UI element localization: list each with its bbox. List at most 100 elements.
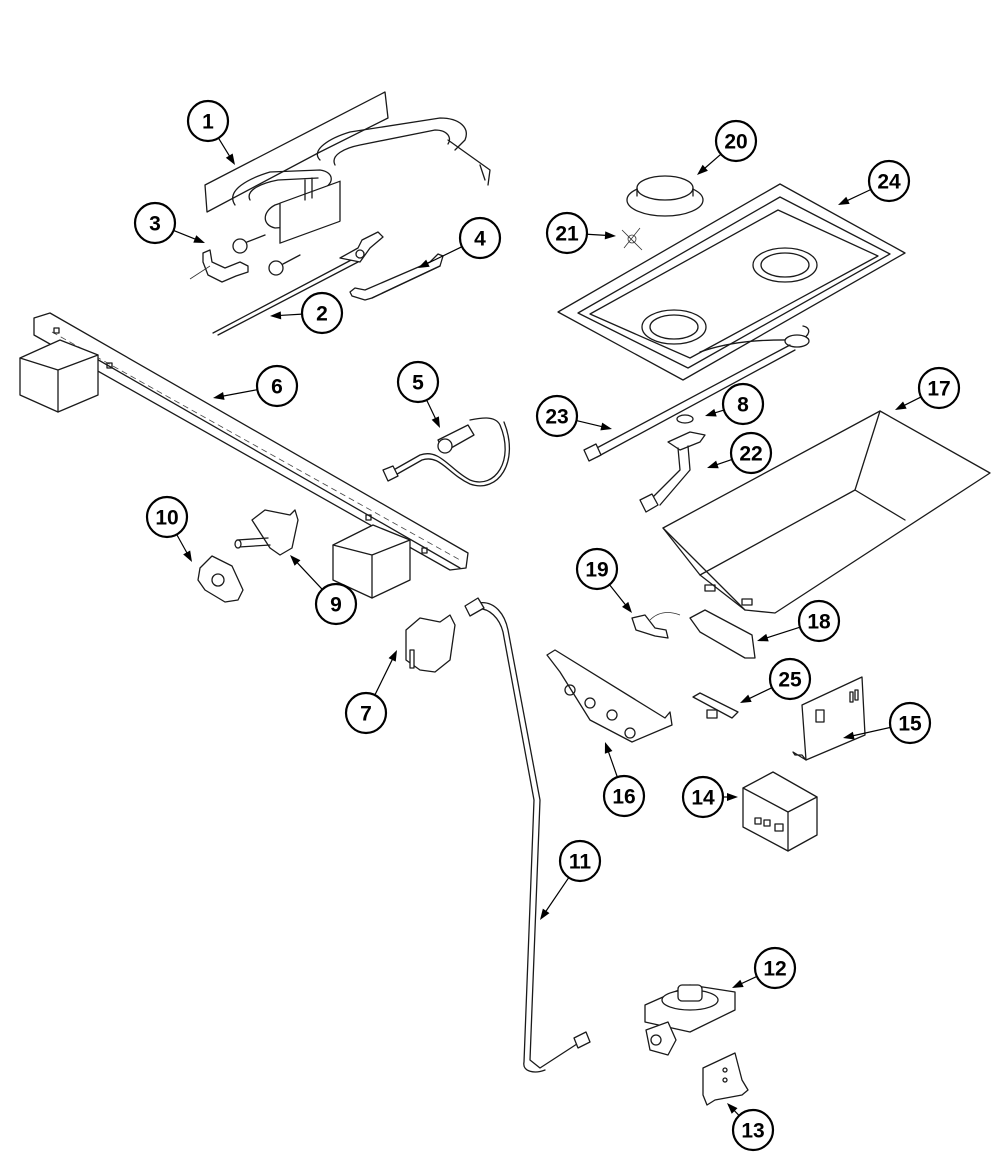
callout-number: 4 [474,228,486,251]
callout-number: 14 [691,787,715,810]
callout-circle [545,211,589,255]
arrowhead-icon [727,793,738,801]
callout-number: 19 [585,559,608,582]
arrowhead-icon [757,633,769,642]
callout-igniter-bracket[interactable]: 3 [133,201,205,245]
leader-line [576,420,605,428]
leader-line [844,188,872,203]
callout-number: 10 [155,507,178,530]
leader-line [295,560,323,590]
pressure-regulator-drawing [644,984,736,1056]
callout-burner-box[interactable]: 17 [895,366,961,410]
callout-wire-connector[interactable]: 25 [740,657,812,703]
callout-number: 24 [877,171,901,194]
arrowhead-icon [740,694,752,703]
leader-line [714,458,733,466]
leader-line [277,313,303,317]
callout-module-bracket[interactable]: 15 [843,701,932,745]
callout-circle [133,201,177,245]
callout-orifice-tube[interactable]: 22 [707,431,773,475]
callout-cooktop-drip-pan[interactable]: 24 [838,159,911,205]
callout-circle [314,582,358,626]
callout-terminal-block-bracket[interactable]: 18 [757,599,841,643]
leader-line [176,534,189,556]
callout-spark-switch[interactable]: 10 [145,495,192,562]
callout-number: 1 [202,111,214,134]
callout-circle [396,360,440,404]
callout-circle [721,382,765,426]
leader-line [739,975,758,986]
callout-burner-cap[interactable]: 20 [697,119,758,175]
callout-number: 5 [412,372,424,395]
arrowhead-icon [604,231,616,240]
leader-line [764,626,801,640]
callout-number: 8 [737,394,749,417]
regulator-bracket-drawing [702,1052,749,1106]
callout-number: 9 [330,594,342,617]
callout-number: 23 [545,406,568,429]
leader-line [424,246,463,266]
arrowhead-icon [270,311,282,320]
callout-burner-valve[interactable]: 9 [290,555,358,626]
callout-valve[interactable]: 7 [344,650,397,735]
burner-bracket-drawing [349,253,444,301]
callout-circle [731,1108,775,1152]
leader-line [607,749,618,778]
arrowhead-icon [431,416,440,428]
leader-line [586,233,609,237]
callout-circle [145,495,189,539]
callout-manifold-bracket[interactable]: 6 [213,364,299,408]
callout-circle [300,291,344,335]
callout-burner-assembly[interactable]: 1 [186,99,235,165]
leader-line [746,687,773,701]
burner-cap-drawing [626,175,704,217]
arrowhead-icon [213,392,225,400]
callout-circle [729,431,773,475]
burner-box-drawing [662,410,991,614]
valve-drawing [405,614,456,673]
burner-valve-drawing [234,509,299,556]
arrowhead-icon [183,550,192,562]
callout-spark-module[interactable]: 14 [681,775,738,819]
arrowhead-icon [540,908,550,920]
leader-line [426,399,438,422]
callout-number: 17 [927,378,950,401]
wire-connector-drawing [692,692,739,719]
orifice-tube-drawing [639,431,706,513]
leader-line [901,396,922,407]
callout-number: 13 [741,1120,764,1143]
callout-pressure-regulator[interactable]: 12 [732,946,797,990]
callout-circle [768,657,812,701]
igniter-rod-drawing [212,231,384,336]
arrowhead-icon [732,979,744,988]
callout-circle [797,599,841,643]
callout-gas-tube-fitting[interactable]: 5 [396,360,440,428]
callout-spring-clip[interactable]: 21 [545,211,616,255]
callout-terminal-block[interactable]: 19 [575,547,632,613]
callout-circle [458,216,502,260]
callout-valve-bracket[interactable]: 16 [602,742,646,818]
arrowhead-icon [705,408,717,417]
arrowhead-icon [290,555,301,566]
callout-circle [558,839,602,883]
arrowhead-icon [388,650,397,662]
callout-gas-supply-tube[interactable]: 11 [540,839,602,920]
arrowhead-icon [727,1103,738,1114]
callout-burner-tube[interactable]: 23 [535,394,612,438]
leader-line [608,584,628,608]
callout-circle [602,774,646,818]
callout-number: 7 [360,703,372,726]
callout-number: 20 [724,131,747,154]
callout-o-ring[interactable]: 8 [705,382,765,426]
callout-circle [255,364,299,408]
callout-circle [681,775,725,819]
arrowhead-icon [604,742,613,754]
arrowhead-icon [193,235,205,243]
leader-line [173,229,198,241]
callout-layer: 1234567891011121314151617181920212223242… [133,99,961,1152]
callout-burner-bracket[interactable]: 4 [418,216,502,268]
callout-regulator-bracket[interactable]: 13 [727,1103,775,1152]
callout-igniter-electrode-rod[interactable]: 2 [270,291,344,335]
arrowhead-icon [895,401,907,410]
callout-number: 25 [778,669,802,692]
